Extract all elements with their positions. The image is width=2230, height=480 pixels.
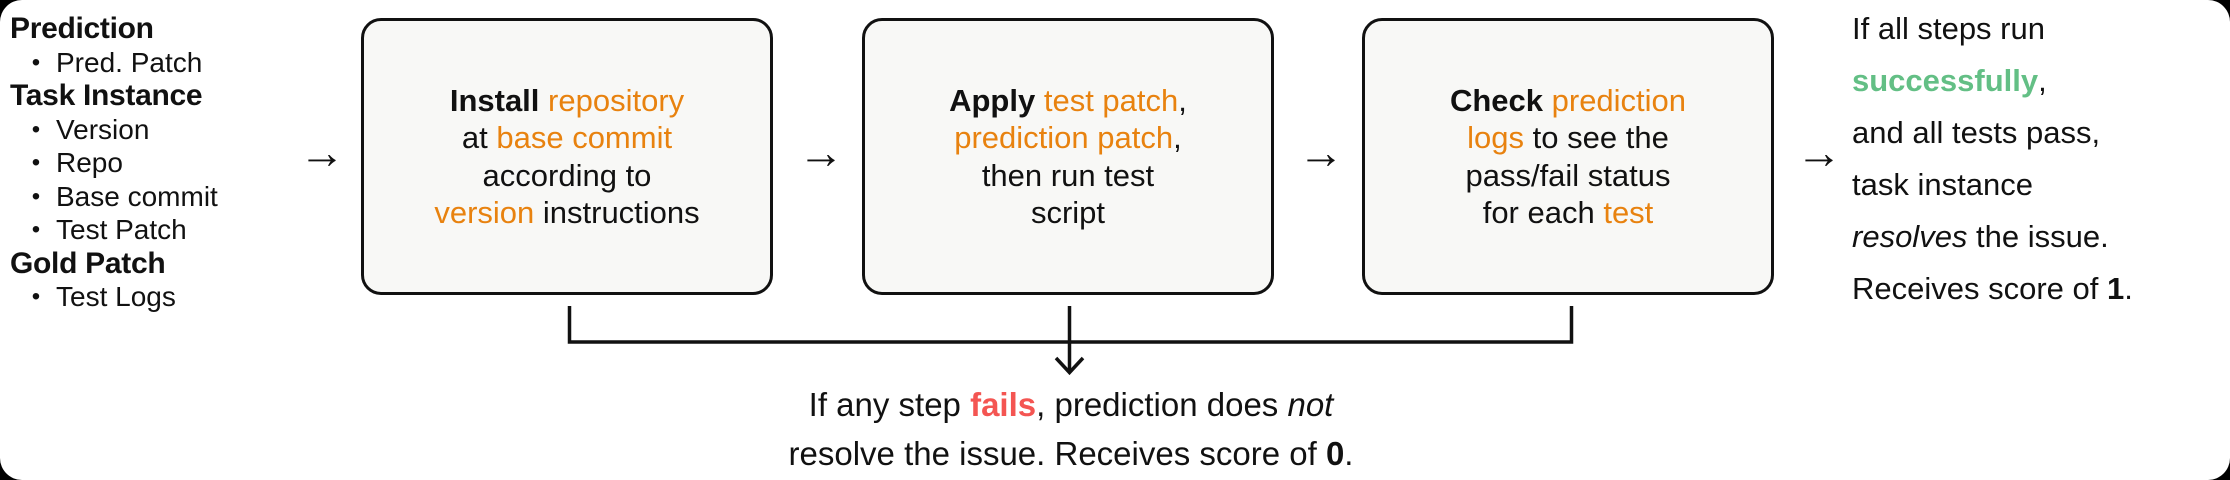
bullet-icon: • bbox=[31, 48, 41, 76]
list-header-task-instance: Task Instance bbox=[10, 79, 203, 112]
text-line: Install repository bbox=[434, 82, 699, 120]
text-segment: Install bbox=[449, 82, 540, 118]
text-line: version instructions bbox=[434, 194, 699, 232]
text-segment: Apply bbox=[949, 82, 1036, 118]
text-segment: , prediction does bbox=[1036, 386, 1288, 423]
text-segment: 0 bbox=[1325, 435, 1345, 472]
text-line: successfully, bbox=[1852, 55, 2224, 107]
arrow-right-icon: → bbox=[1298, 126, 1344, 178]
text-segment: prediction patch bbox=[954, 120, 1174, 155]
list-header-prediction: Prediction bbox=[10, 12, 154, 45]
list-item-version: • Version bbox=[10, 113, 310, 147]
text-segment: pass/fail status bbox=[1465, 157, 1671, 193]
inputs-list: Prediction • Pred. Patch Task Instance •… bbox=[10, 12, 310, 314]
text-segment: resolves bbox=[1852, 219, 1968, 254]
text-line: then run test bbox=[949, 157, 1187, 195]
text-segment: , bbox=[2038, 63, 2047, 98]
arrow-right-icon: → bbox=[1796, 126, 1842, 178]
text-line: prediction patch, bbox=[949, 119, 1187, 157]
bullet-icon: • bbox=[31, 216, 41, 243]
text-segment: to see the bbox=[1524, 120, 1669, 155]
text-segment: fails bbox=[970, 386, 1037, 423]
text-segment: prediction bbox=[1551, 82, 1687, 118]
list-item-repo: • Repo bbox=[10, 146, 310, 180]
list-item-label: Version bbox=[56, 113, 150, 145]
text-line: at base commit bbox=[434, 119, 699, 157]
text-segment: the issue. bbox=[1967, 219, 2109, 254]
text-segment: repository bbox=[548, 82, 685, 118]
arrow-right-icon: → bbox=[798, 126, 844, 178]
list-item-base-commit: • Base commit bbox=[10, 180, 310, 214]
text-segment: not bbox=[1287, 386, 1334, 423]
text-segment: . bbox=[1344, 435, 1354, 472]
list-item-label: Test Patch bbox=[56, 214, 187, 245]
text-segment: and all tests pass, bbox=[1852, 115, 2101, 150]
bullet-icon: • bbox=[31, 182, 41, 210]
text-line: resolve the issue. Receives score of 0. bbox=[566, 429, 1576, 478]
text-segment: test bbox=[1603, 195, 1654, 230]
list-header-gold-patch: Gold Patch bbox=[10, 246, 166, 280]
text-segment: logs bbox=[1467, 120, 1525, 155]
text-line: If any step fails, prediction does not bbox=[566, 380, 1576, 429]
text-segment: If all steps run bbox=[1852, 11, 2045, 46]
text-segment bbox=[539, 83, 548, 118]
list-item-test-patch: • Test Patch bbox=[10, 213, 310, 247]
text-segment bbox=[1543, 83, 1552, 118]
text-segment: , bbox=[1173, 120, 1182, 155]
text-line: Apply test patch, bbox=[949, 82, 1187, 120]
text-segment: base commit bbox=[496, 120, 673, 155]
text-line: pass/fail status bbox=[1450, 157, 1686, 195]
text-line: resolves the issue. bbox=[1852, 211, 2224, 263]
text-line: and all tests pass, bbox=[1852, 107, 2224, 159]
text-segment: version bbox=[434, 195, 535, 230]
list-item-label: Repo bbox=[56, 147, 123, 178]
text-segment: task instance bbox=[1852, 167, 2033, 202]
text-line: for each test bbox=[1450, 194, 1686, 232]
success-note: If all steps run successfully, and all tes… bbox=[1852, 3, 2224, 315]
bullet-icon: • bbox=[31, 115, 41, 143]
text-segment: according to bbox=[482, 157, 652, 193]
bullet-icon: • bbox=[31, 283, 41, 310]
text-line: script bbox=[949, 194, 1187, 232]
text-segment: successfully bbox=[1852, 63, 2039, 98]
text-segment: If any step bbox=[808, 386, 971, 423]
list-item-label: Test Logs bbox=[56, 281, 176, 312]
text-segment: instructions bbox=[534, 195, 700, 230]
text-line: Check prediction bbox=[1450, 82, 1686, 120]
list-item-pred-patch: • Pred. Patch bbox=[10, 46, 310, 80]
text-line: according to bbox=[434, 157, 699, 195]
text-segment: Check bbox=[1449, 82, 1543, 118]
down-arrow-head-icon bbox=[1054, 356, 1085, 376]
text-segment bbox=[1035, 83, 1044, 118]
text-segment: . bbox=[2124, 271, 2133, 306]
bullet-icon: • bbox=[31, 149, 41, 176]
text-segment: , bbox=[1178, 82, 1187, 118]
text-segment: script bbox=[1030, 195, 1106, 230]
text-segment: for each bbox=[1482, 195, 1604, 230]
arrow-right-icon: → bbox=[299, 126, 345, 178]
text-segment: Receives score of bbox=[1852, 271, 2107, 306]
text-line: logs to see the bbox=[1450, 119, 1686, 157]
text-segment: at bbox=[461, 120, 497, 155]
step-box-text: Apply test patch,prediction patch,then r… bbox=[949, 82, 1187, 232]
text-line: task instance bbox=[1852, 159, 2224, 211]
text-line: Receives score of 1. bbox=[1852, 263, 2224, 315]
text-segment: test patch bbox=[1043, 82, 1179, 118]
list-item-label: Pred. Patch bbox=[56, 46, 203, 78]
text-segment: then run test bbox=[981, 157, 1155, 193]
text-segment: 1 bbox=[2107, 271, 2125, 306]
step-box-apply: Apply test patch,prediction patch,then r… bbox=[862, 18, 1274, 295]
bracket-line bbox=[567, 306, 1574, 344]
list-item-label: Base commit bbox=[56, 180, 218, 212]
text-line: If all steps run bbox=[1852, 3, 2224, 55]
text-segment: resolve the issue. Receives score of bbox=[788, 435, 1326, 472]
list-item-test-logs: • Test Logs bbox=[10, 280, 310, 314]
